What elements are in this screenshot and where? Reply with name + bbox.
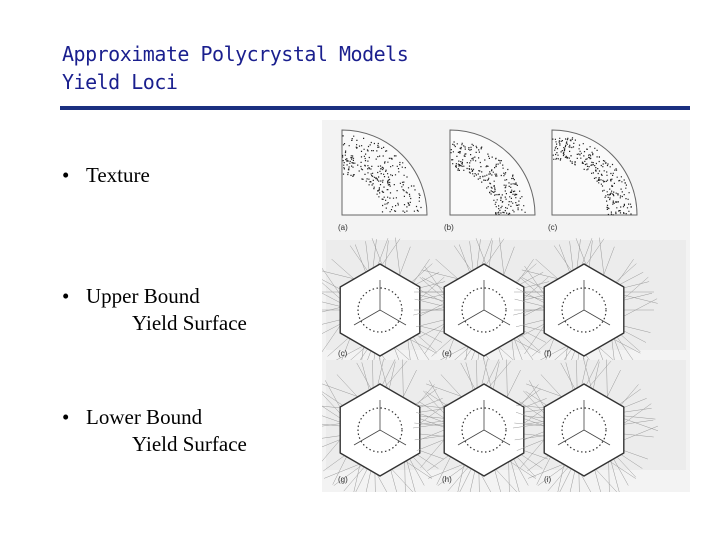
- bullet-texture: • Texture: [62, 162, 150, 189]
- figure-panel-label: (h): [442, 475, 452, 484]
- title-divider: [60, 106, 690, 110]
- yield-surface-panel: [512, 357, 659, 492]
- slide-title: Approximate Polycrystal Models Yield Loc…: [62, 40, 409, 96]
- yield-surface-panel: [513, 237, 658, 382]
- figure-panel-label: (e): [442, 349, 452, 358]
- yield-surface-panel: [322, 237, 454, 382]
- yield-loci-figure: (a) (b) (c) (c) (e) (f) (g) (h) (i): [322, 120, 690, 492]
- figure-panel-label: (b): [444, 223, 454, 232]
- title-line-1: Approximate Polycrystal Models: [62, 42, 409, 66]
- figure-panel-label: (i): [544, 475, 551, 484]
- bullet-text: Lower Bound: [86, 405, 203, 429]
- bullet-lower-bound: • Lower Bound Yield Surface: [62, 404, 247, 458]
- bullet-continuation: Yield Surface: [132, 311, 247, 335]
- figure-panel-label: (g): [338, 475, 348, 484]
- figure-panel-label: (f): [544, 349, 552, 358]
- title-line-2: Yield Loci: [62, 70, 178, 94]
- figure-panel-label: (c): [338, 349, 348, 358]
- bullet-marker: •: [62, 284, 70, 308]
- bullet-text: Upper Bound: [86, 284, 200, 308]
- yield-loci-figure-svg: (a) (b) (c) (c) (e) (f) (g) (h) (i): [322, 129, 686, 492]
- texture-pole-figure: [551, 129, 638, 216]
- bullet-continuation: Yield Surface: [132, 432, 247, 456]
- yield-surface-panel: [322, 357, 455, 492]
- yield-surface-panel: [413, 237, 558, 382]
- figure-panel-label: (c): [548, 223, 558, 232]
- bullet-marker: •: [62, 405, 70, 429]
- texture-pole-figure: [449, 129, 536, 216]
- yield-surface-panel: [412, 357, 559, 492]
- bullet-marker: •: [62, 163, 70, 187]
- figure-panel-label: (a): [338, 223, 348, 232]
- bullet-upper-bound: • Upper Bound Yield Surface: [62, 283, 247, 337]
- bullet-text: Texture: [86, 163, 150, 187]
- texture-pole-figure: [341, 129, 428, 216]
